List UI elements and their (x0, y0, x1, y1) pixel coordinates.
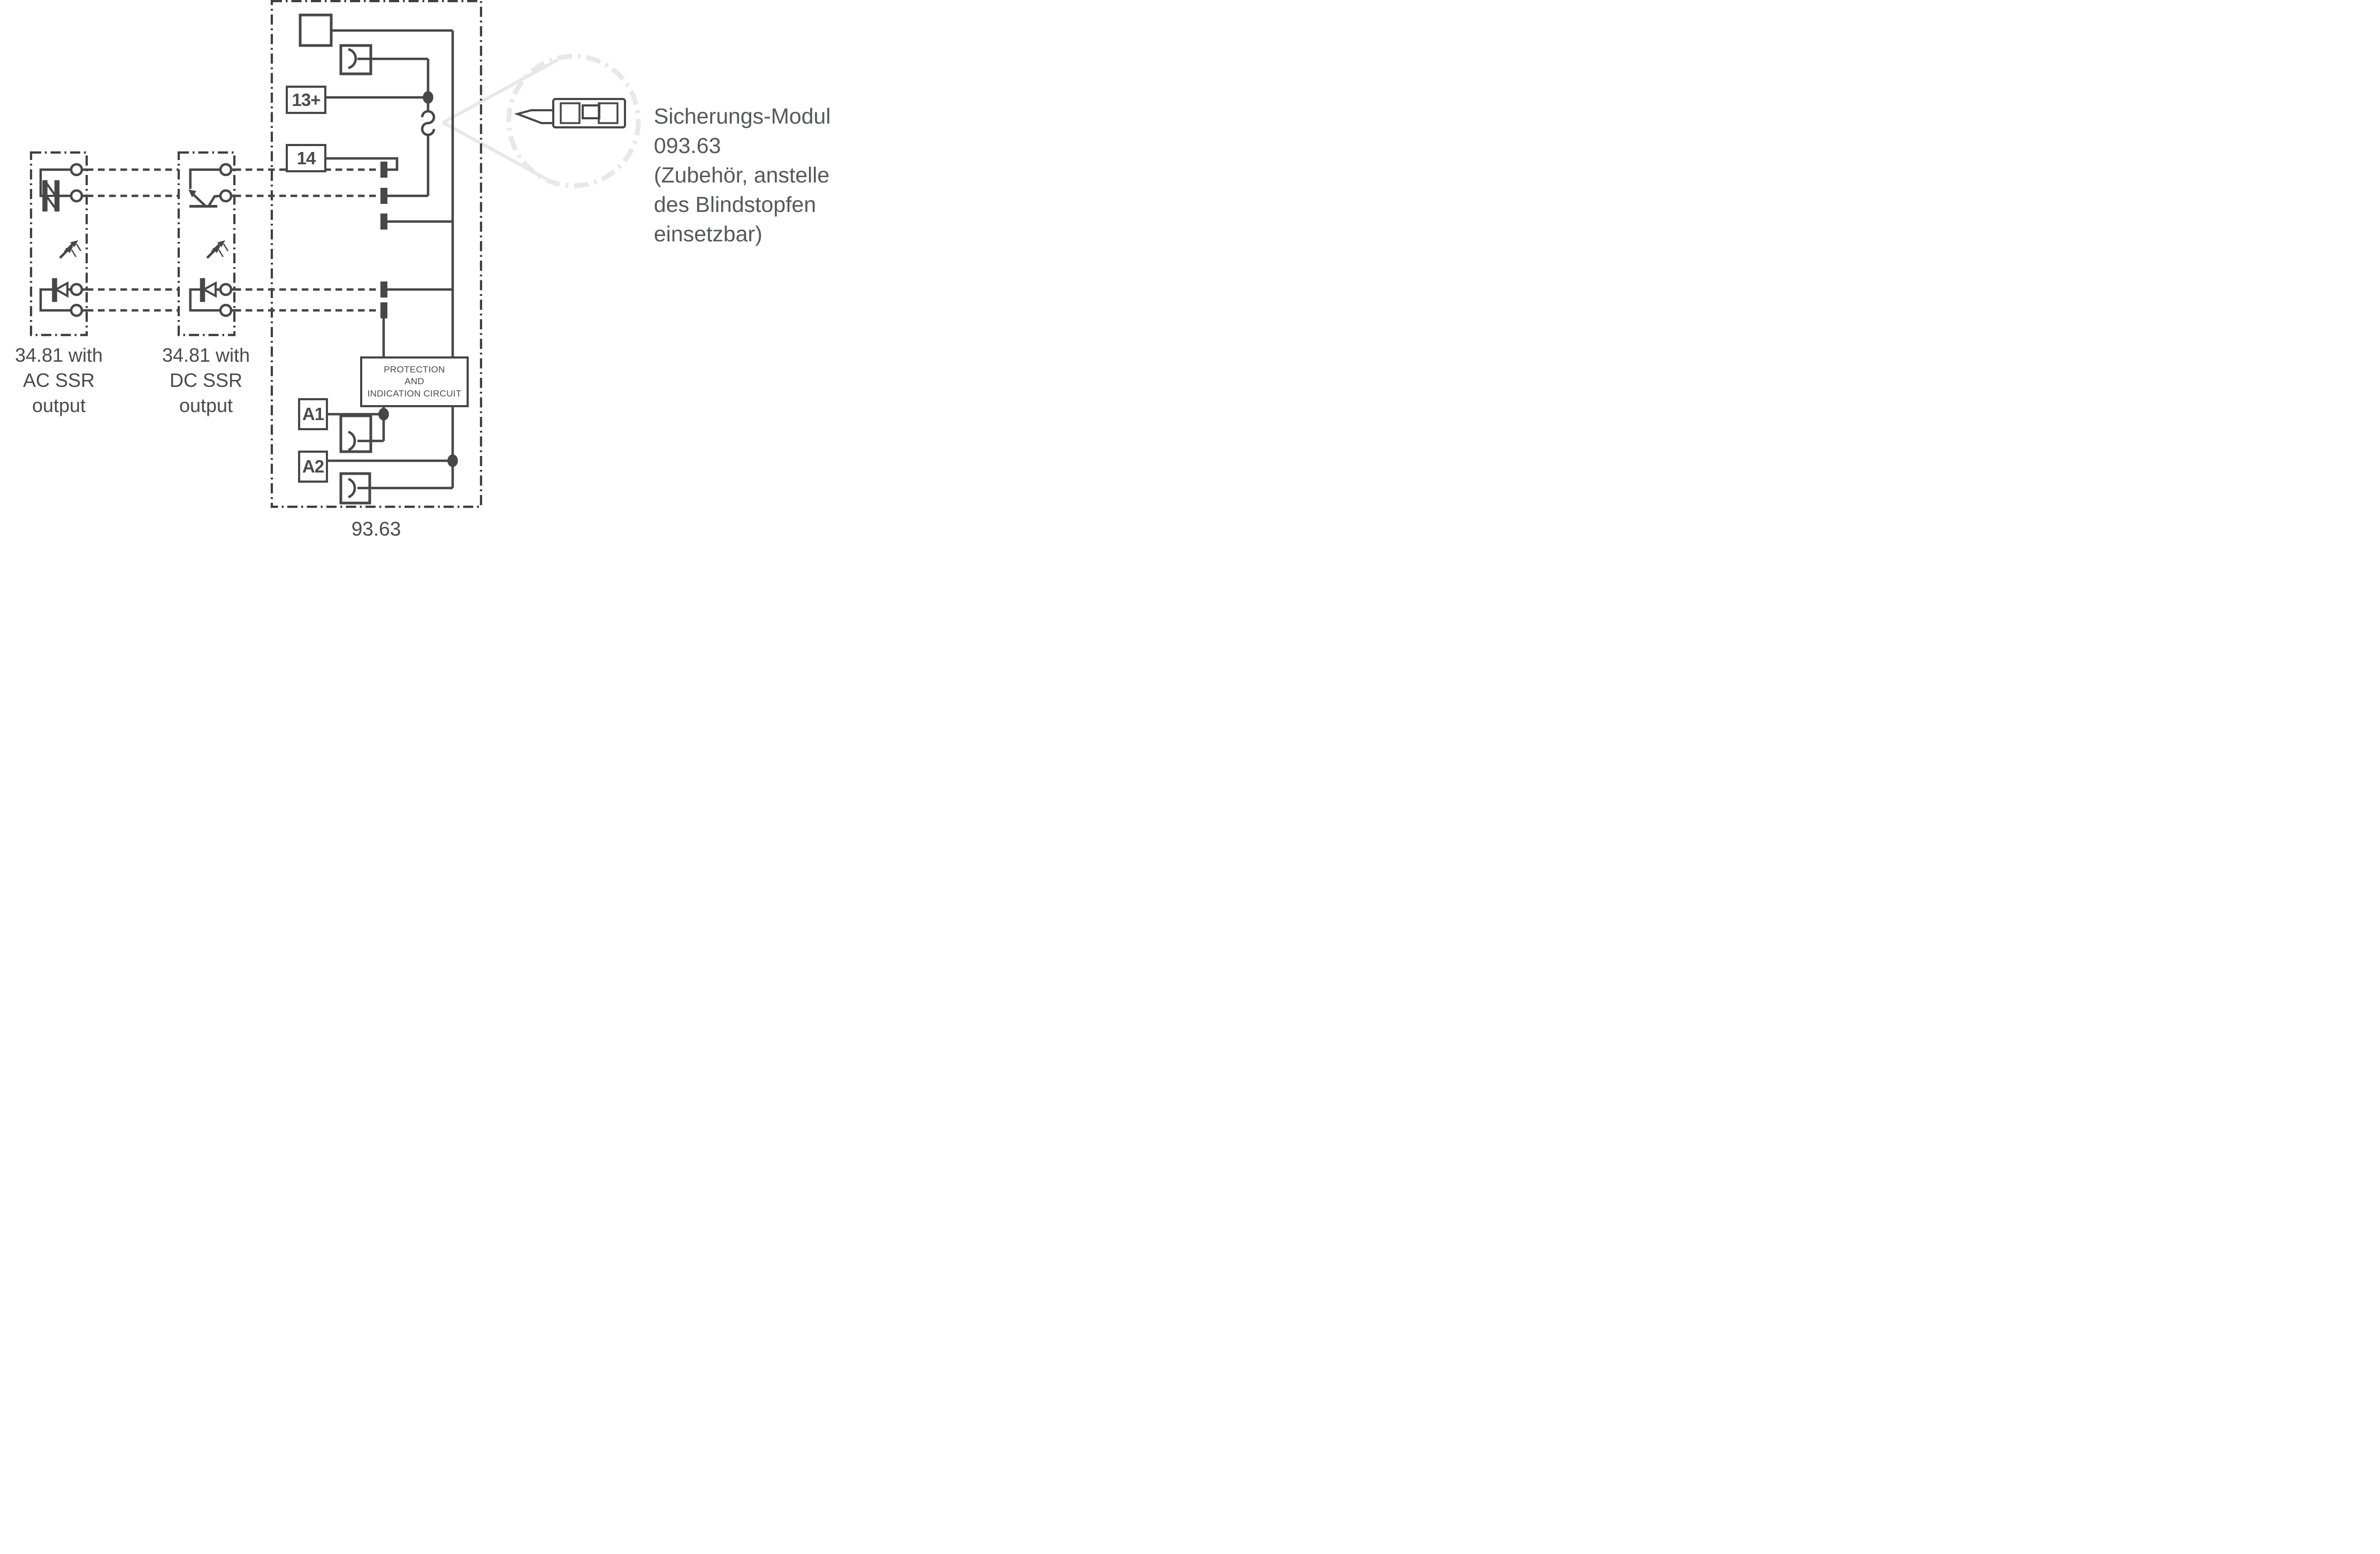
fuse-note-line3: (Zubehör, anstelle (654, 163, 830, 187)
relay-dc-terminals (219, 163, 234, 317)
fuse-window-icon (582, 104, 600, 119)
terminal-a2-label: A2 (302, 456, 324, 476)
terminal-13-label: 13+ (292, 89, 321, 110)
pin-contact (380, 162, 387, 178)
wiring-diagram: 13+ 14 A1 A2 PROTECTION AND INDICATION C… (0, 0, 839, 548)
blank-terminal-box (299, 13, 333, 47)
socket-caption: 93.63 (351, 518, 401, 540)
callout-circle (506, 54, 641, 188)
protection-line3: INDICATION CIRCUIT (367, 388, 462, 399)
fuse-module-icon (514, 98, 626, 128)
relay-ac-circuit (39, 163, 87, 317)
terminal-a2-box: A2 (298, 451, 328, 483)
socket-pins (380, 162, 387, 318)
relay-ac-outline (29, 151, 88, 337)
terminal-a1-box: A1 (298, 398, 328, 430)
terminal-14-label: 14 (296, 148, 316, 168)
transistor-icon (188, 189, 221, 208)
relay-ac-caption-line1: 34.81 with (14, 344, 103, 366)
fuse-break-icon (421, 110, 436, 136)
socket-contact-icon (339, 414, 372, 453)
fuse-note-line5: einsetzbar) (654, 222, 762, 246)
fuse-module-note: Sicherungs-Modul 093.63 (Zubehör, anstel… (654, 102, 830, 249)
socket-contact-icon (339, 472, 371, 505)
photo-arrows-icon (206, 240, 229, 259)
protection-circuit-box: PROTECTION AND INDICATION CIRCUIT (360, 356, 469, 407)
led-icon (52, 278, 68, 302)
schematic-linework (29, 0, 641, 508)
relay-ac-caption-line2: AC SSR output (22, 369, 95, 416)
terminal-a1-label: A1 (302, 404, 324, 424)
terminal-14-box: 14 (286, 144, 326, 172)
pin-contact (380, 214, 387, 230)
relay-dc-caption-line1: 34.81 with (162, 344, 250, 366)
fuse-note-line2: 093.63 (654, 133, 721, 158)
pin-contact (380, 302, 387, 318)
junction-dot (423, 91, 433, 104)
triac-icon (42, 179, 60, 212)
fuse-note-line1: Sicherungs-Modul (654, 104, 831, 128)
relay-dc-circuit (188, 163, 234, 317)
fuse-note-line4: des Blindstopfen (654, 192, 817, 217)
relay-dc-caption-line2: DC SSR output (169, 369, 243, 416)
socket-9363-circuit (299, 13, 458, 505)
relay-ac-caption: 34.81 with AC SSR output (0, 342, 123, 418)
pin-contact (380, 281, 387, 298)
terminal-13-box: 13+ (286, 86, 326, 114)
protection-line2: AND (405, 376, 424, 387)
callout-lines (442, 54, 641, 188)
pin-contact (380, 188, 387, 204)
socket-9363-outline (270, 0, 483, 508)
photo-arrows-icon (59, 240, 82, 259)
fuse-blade-icon (514, 109, 554, 124)
relay-dc-outline (177, 151, 236, 337)
led-icon (200, 278, 217, 302)
relay-dc-caption: 34.81 with DC SSR output (141, 342, 271, 418)
relay-ac-terminals (70, 163, 87, 317)
protection-line1: PROTECTION (384, 364, 445, 375)
